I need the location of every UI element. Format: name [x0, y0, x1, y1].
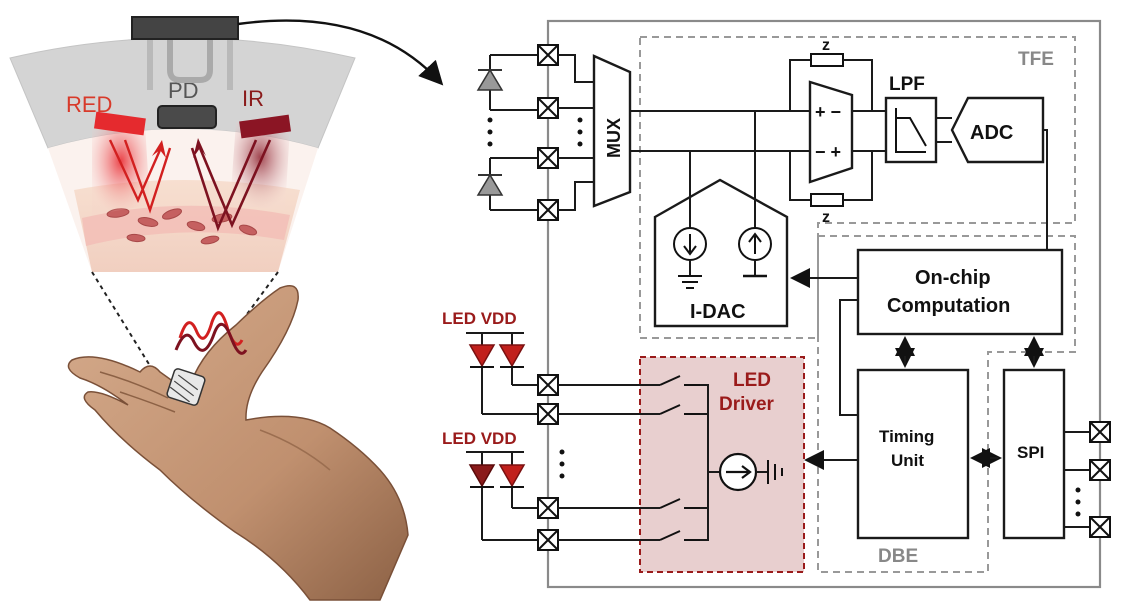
- pad: [537, 374, 559, 396]
- spi-block: [1002, 368, 1066, 540]
- ray-arrowhead: [193, 138, 206, 158]
- lpf-symbol: [895, 108, 927, 153]
- ir-led-symbol: [498, 464, 526, 488]
- sensor-illustration: RED PD IR: [9, 16, 444, 383]
- pad: [1089, 516, 1111, 538]
- pad: [537, 529, 559, 551]
- ir-led-symbol: [498, 344, 526, 368]
- mux-output-wires: [630, 110, 810, 152]
- blood-cells: [106, 208, 258, 245]
- mux-label: MUX: [604, 118, 624, 158]
- led-driver-label-1: LED: [733, 370, 771, 391]
- red-led-symbol: [468, 464, 496, 488]
- adc-label: ADC: [970, 122, 1013, 144]
- pad: [537, 44, 559, 66]
- sensor-cable: [167, 40, 213, 83]
- pad-to-mux-wires: [558, 54, 596, 211]
- pad: [1089, 459, 1111, 481]
- led-driver-current-source: [718, 452, 783, 492]
- led-switches: [558, 375, 720, 541]
- led-group-bottom: [466, 451, 538, 541]
- ir-label: IR: [242, 86, 264, 111]
- red-led: [93, 111, 146, 136]
- ir-light-rays: [190, 139, 272, 232]
- computation-label-1: On-chip: [915, 267, 991, 289]
- photodiode-symbol: [476, 68, 504, 91]
- impedance-top: [810, 53, 844, 67]
- amp-plus-minus-top: + −: [815, 102, 841, 122]
- led-vdd-label-bottom: LED VDD: [442, 429, 517, 448]
- ppg-waveform-ir: [174, 323, 248, 355]
- idac-current-sink: [673, 151, 707, 289]
- chip-package: [131, 16, 239, 40]
- red-light-rays: [108, 139, 172, 214]
- chip-boundary: [546, 19, 1102, 589]
- ring-sensor: [166, 368, 206, 406]
- mux: [592, 54, 632, 208]
- ray-arrowhead: [152, 140, 166, 158]
- pad: [537, 497, 559, 519]
- led-group-top: [466, 332, 538, 415]
- ir-light-glow: [230, 122, 290, 210]
- lpf-label: LPF: [889, 74, 925, 95]
- timing-control-wire: [839, 299, 858, 416]
- ir-led: [239, 114, 292, 139]
- led-driver-label-2: Driver: [719, 394, 775, 415]
- led-pads: [537, 374, 559, 551]
- amp-minus-plus-bottom: − +: [815, 142, 841, 162]
- hand-illustration: [67, 285, 409, 601]
- z-label-top: z: [822, 37, 830, 54]
- spi-label: SPI: [1017, 443, 1044, 462]
- input-pads: [537, 44, 559, 221]
- computation-label-2: Computation: [887, 295, 1010, 317]
- timing-unit-block: [856, 368, 970, 540]
- zoom-arrow: [237, 19, 444, 86]
- z-label-bottom: z: [822, 209, 830, 226]
- differential-amplifier: [808, 80, 854, 184]
- photodiode-symbol: [476, 173, 504, 196]
- bidirectional-arrows: [895, 336, 1044, 468]
- timing-label-2: Unit: [891, 451, 924, 470]
- timing-label-1: Timing: [879, 427, 934, 446]
- pad: [537, 97, 559, 119]
- tfe-region: [639, 36, 1076, 339]
- dbe-region: [817, 235, 1076, 573]
- idac-label: I-DAC: [690, 301, 746, 323]
- pad: [537, 147, 559, 169]
- idac-current-source: [738, 111, 772, 278]
- feedback-network: [789, 53, 873, 207]
- on-chip-computation-block: [856, 248, 1064, 336]
- zoom-line-left: [91, 271, 161, 383]
- red-led-symbol: [468, 344, 496, 368]
- hand: [67, 285, 409, 601]
- tfe-label: TFE: [1018, 49, 1054, 70]
- pad: [537, 199, 559, 221]
- led-vdd-label-top: LED VDD: [442, 309, 517, 328]
- adc-to-computation: [1043, 129, 1048, 250]
- photodiode-array: [476, 54, 583, 211]
- spi-pads: [1064, 421, 1111, 538]
- impedance-bottom: [810, 193, 844, 207]
- pad: [537, 403, 559, 425]
- red-light-glow: [92, 125, 150, 215]
- pad: [1089, 421, 1111, 443]
- photodiode: [157, 105, 217, 129]
- red-label: RED: [66, 92, 112, 117]
- dbe-label: DBE: [878, 546, 918, 567]
